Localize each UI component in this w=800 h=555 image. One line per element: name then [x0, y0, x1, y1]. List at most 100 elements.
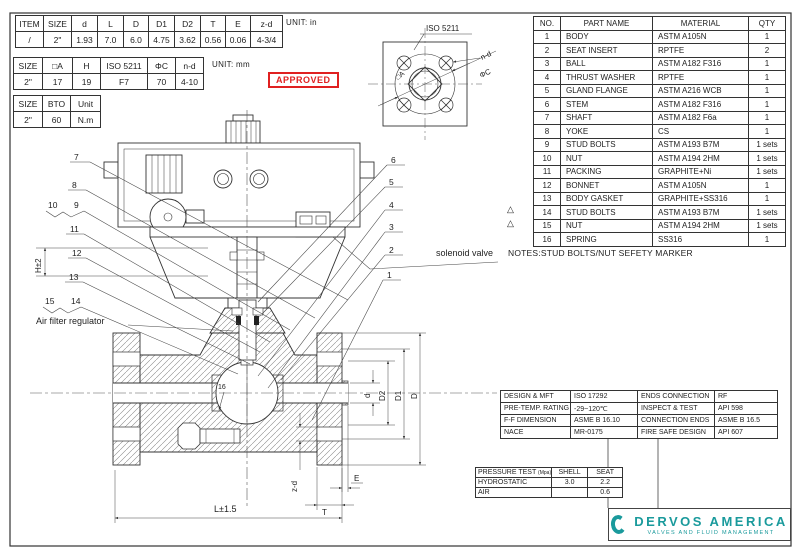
- dim-D1: D1: [394, 390, 403, 401]
- cell: SIZE: [13, 95, 43, 112]
- table-row: 2" 17 19 F7 70 4-10: [13, 73, 204, 90]
- callout-3: 3: [389, 222, 394, 232]
- callout-2: 2: [389, 245, 394, 255]
- cell: 5: [533, 83, 561, 98]
- cell: 1 sets: [748, 218, 786, 233]
- cell: 0.06: [225, 31, 251, 48]
- cell: -29~120℃: [570, 402, 638, 415]
- cell: D: [123, 15, 149, 32]
- cell: BTO: [42, 95, 71, 112]
- cell: F7: [100, 73, 148, 90]
- cell: 3: [533, 56, 561, 71]
- cell: NUT: [560, 218, 653, 233]
- table-row: PRE-TEMP. RATING -29~120℃ INSPECT & TEST…: [500, 402, 778, 415]
- table-row: HYDROSTATIC 3.0 2.2: [474, 477, 624, 488]
- dim-d: d: [363, 394, 372, 398]
- spec-table: DESIGN & MFT ISO 17292 ENDS CONNECTION R…: [500, 390, 778, 439]
- cell: 1: [748, 56, 786, 71]
- cell: SHAFT: [560, 110, 653, 125]
- dim-L: L±1.5: [214, 504, 236, 514]
- cell: ASTM A193 B7M: [652, 205, 749, 220]
- cell: 1: [748, 178, 786, 193]
- cell: 10: [533, 151, 561, 166]
- cell: GRAPHITE+SS316: [652, 191, 749, 206]
- cell: 16: [533, 232, 561, 247]
- cell: PRESSURE TEST (Mpa): [474, 467, 553, 478]
- cell: SHELL: [551, 467, 589, 478]
- cell: 1: [748, 124, 786, 139]
- cell: 0.6: [587, 487, 624, 498]
- cell: NUT: [560, 151, 653, 166]
- cell: STUD BOLTS: [560, 137, 653, 152]
- callout-12: 12: [72, 248, 82, 258]
- dim-H: H±2: [34, 258, 43, 273]
- unit-inches-label: UNIT: in: [286, 18, 317, 27]
- cell: 70: [147, 73, 176, 90]
- callout-7: 7: [74, 152, 79, 162]
- cell: ASTM A216 WCB: [652, 83, 749, 98]
- iso5211-table-mm: SIZE □A H ISO 5211 ΦC n-d 2" 17 19 F7 70…: [13, 57, 204, 90]
- table-row: AIR 0.6: [474, 487, 624, 498]
- pressure-test-unit: (Mpa): [538, 470, 552, 476]
- cell: ASTM A193 B7M: [652, 137, 749, 152]
- cell: CS: [652, 124, 749, 139]
- cell: SS316: [652, 232, 749, 247]
- cell: ASTM A105N: [652, 178, 749, 193]
- cell: SIZE: [13, 57, 43, 74]
- cell: 19: [72, 73, 101, 90]
- callout-4: 4: [389, 200, 394, 210]
- cell: PACKING: [560, 164, 653, 179]
- cell: STUD BOLTS: [560, 205, 653, 220]
- cell: PART NAME: [560, 16, 653, 31]
- cell: 3.0: [551, 477, 589, 488]
- cell: 1.93: [71, 31, 98, 48]
- cell: [551, 487, 589, 498]
- cell: NACE: [500, 426, 571, 439]
- cell: N.m: [70, 111, 101, 128]
- cell: MATERIAL: [652, 16, 749, 31]
- table-row: SIZE □A H ISO 5211 ΦC n-d: [13, 57, 204, 74]
- cell: 6.0: [123, 31, 149, 48]
- cell: ASTM A182 F316: [652, 56, 749, 71]
- cell: RF: [714, 390, 778, 403]
- cell: NO.: [533, 16, 561, 31]
- callout-14: 14: [71, 296, 81, 306]
- cell: 11: [533, 164, 561, 179]
- cell: 9: [533, 137, 561, 152]
- cell: 4.75: [148, 31, 175, 48]
- cell: INSPECT & TEST: [637, 402, 715, 415]
- company-logo: DERVOS AMERICA VALVES AND FLUID MANAGEME…: [608, 508, 791, 541]
- cell: GRAPHITE+Ni: [652, 164, 749, 179]
- cell: d: [71, 15, 98, 32]
- cell: SIZE: [43, 15, 72, 32]
- cell: 0.56: [200, 31, 226, 48]
- cell: E: [225, 15, 251, 32]
- cell: 2.2: [587, 477, 624, 488]
- cell: 2: [533, 43, 561, 58]
- cell: ASTM A105N: [652, 29, 749, 44]
- callout-leaders: [42, 161, 499, 421]
- cell: YOKE: [560, 124, 653, 139]
- dim-D2: D2: [378, 390, 387, 401]
- cell: 1: [748, 110, 786, 125]
- cell: QTY: [748, 16, 786, 31]
- actuator-drawing: [103, 114, 375, 309]
- cell: AIR: [474, 487, 553, 498]
- cell: 8: [533, 124, 561, 139]
- cell: 1 sets: [748, 205, 786, 220]
- cell: ITEM: [15, 15, 44, 32]
- cell: HYDROSTATIC: [474, 477, 553, 488]
- warning-triangle-14: △: [507, 204, 514, 214]
- cell: 1: [748, 232, 786, 247]
- cell: 14: [533, 205, 561, 220]
- cell: SPRING: [560, 232, 653, 247]
- cell: 12: [533, 178, 561, 193]
- dim-T: T: [322, 508, 327, 517]
- cell: F-F DIMENSION: [500, 414, 571, 427]
